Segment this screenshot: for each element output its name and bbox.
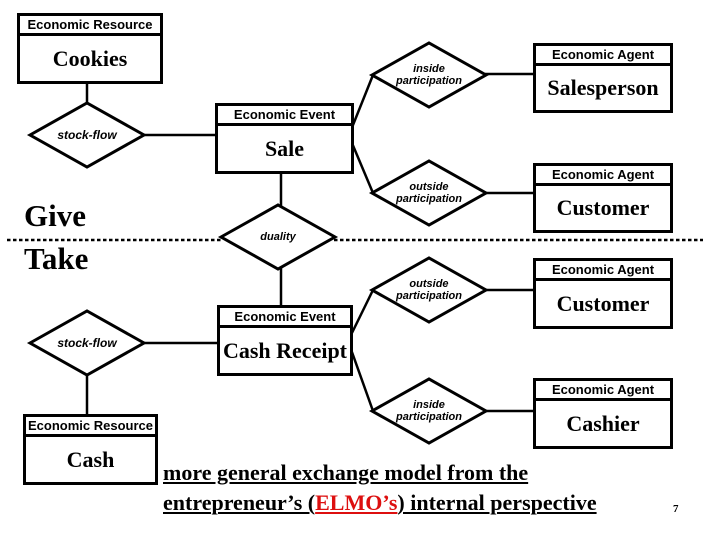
take-label: Take [24, 241, 89, 276]
diamond-inside-participation-sale [368, 41, 490, 109]
entity-name: Cash [66, 446, 115, 472]
relationship-label-line: outside [409, 278, 449, 290]
diamond-stock-flow-receipt [26, 309, 148, 377]
entity-type-label: Economic Agent [536, 46, 670, 66]
relationship-label-line: stock-flow [57, 128, 117, 142]
entity-name: Salesperson [547, 75, 659, 100]
entity-customer-receipt: Economic Agent Customer [533, 258, 673, 329]
relationship-label-line: inside [413, 63, 445, 75]
diamond-duality [217, 203, 339, 271]
relationship-label-line: participation [395, 290, 463, 302]
entity-type-label: Economic Resource [20, 16, 160, 36]
relationship-label-stock-flow-sale: stock-flow [57, 129, 116, 141]
entity-name: Customer [556, 290, 650, 316]
entity-cashier: Economic Agent Cashier [533, 378, 673, 449]
relationship-label-stock-flow-receipt: stock-flow [57, 337, 116, 349]
caption: more general exchange model from the ent… [163, 458, 597, 518]
entity-type-label: Economic Event [218, 106, 351, 126]
relationship-label-inside-participation-receipt: inside participation [396, 399, 462, 423]
caption-line-2: entrepreneur’s (ELMO’s) internal perspec… [163, 488, 597, 518]
diamond-inside-participation-receipt [368, 377, 490, 445]
page-number: 7 [673, 503, 679, 515]
diamond-outside-participation-receipt [368, 256, 490, 324]
entity-type-label: Economic Agent [536, 166, 670, 186]
relationship-label-line: participation [395, 193, 463, 205]
relationship-label-line: participation [395, 411, 463, 423]
entity-name: Cash Receipt [222, 337, 348, 363]
caption-text: more general exchange model from the [163, 460, 529, 485]
entity-type-label: Economic Agent [536, 261, 670, 281]
relationship-label-line: inside [413, 399, 445, 411]
relationship-label-inside-participation-sale: inside participation [396, 63, 462, 87]
relationship-label-duality: duality [260, 231, 295, 243]
relationship-label-outside-participation-receipt: outside participation [396, 278, 462, 302]
caption-text: ) internal perspective [397, 490, 597, 515]
relationship-label-line: stock-flow [57, 336, 117, 350]
relationship-label-outside-participation-sale: outside participation [396, 181, 462, 205]
entity-salesperson: Economic Agent Salesperson [533, 43, 673, 113]
diamond-stock-flow-sale [26, 101, 148, 169]
entity-name: Cookies [52, 45, 128, 71]
give-label: Give [24, 198, 86, 233]
entity-cash: Economic Resource Cash [23, 414, 158, 485]
relationship-label-line: outside [409, 181, 449, 193]
entity-type-label: Economic Event [220, 308, 350, 328]
entity-name: Cashier [566, 410, 640, 436]
entity-sale: Economic Event Sale [215, 103, 354, 174]
entity-cookies: Economic Resource Cookies [17, 13, 163, 84]
entity-type-label: Economic Resource [26, 417, 155, 437]
entity-name: Customer [556, 195, 650, 220]
caption-text: entrepreneur’s ( [163, 490, 316, 515]
diamond-outside-participation-sale [368, 159, 490, 227]
relationship-label-line: participation [395, 75, 463, 87]
relationship-label-line: duality [260, 231, 296, 243]
entity-name: Sale [264, 135, 305, 161]
entity-type-label: Economic Agent [536, 381, 670, 401]
caption-highlight-elmo: ELMO’s [315, 490, 398, 515]
entity-cash-receipt: Economic Event Cash Receipt [217, 305, 353, 376]
entity-customer-sale: Economic Agent Customer [533, 163, 673, 233]
caption-line-1: more general exchange model from the [163, 458, 597, 488]
